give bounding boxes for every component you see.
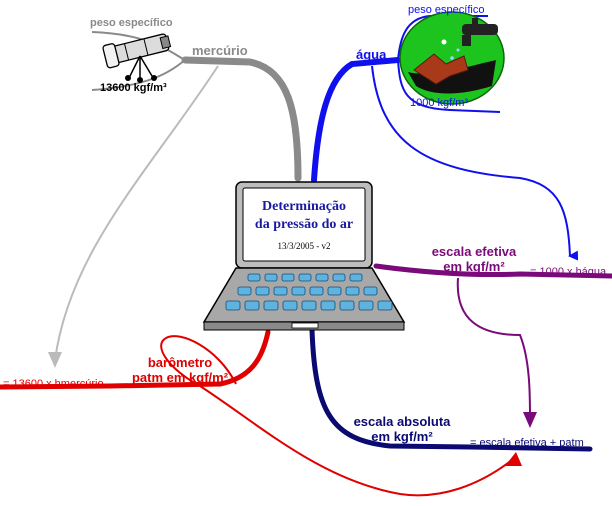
mercurio-label: mercúrio [192,43,248,58]
telescope-icon [102,33,172,83]
laptop-date: 13/3/2005 - v2 [277,241,331,251]
barometro-label-line2: patm em kgf/m² [131,370,229,385]
efetiva-label-line2: em kgf/m² [443,259,505,274]
water-tap-icon [399,11,505,105]
barometro-branch [0,329,522,497]
agua-peso-label: peso específico [408,4,485,16]
barometro-formula: = 13600 x hmercúrio [3,378,104,390]
efetiva-formula: = 1000 x hágua [530,266,607,278]
mercurio-peso-value: 13600 kgf/m³ [100,82,167,94]
absoluta-label-line2: em kgf/m² [371,429,433,444]
agua-label: água [356,47,387,62]
agua-branch [311,15,579,261]
absoluta-branch [309,327,593,452]
absoluta-formula: = escala efetiva + patm [470,437,584,449]
mercurio-peso-label: peso específico [90,17,173,29]
absoluta-label-line1: escala absoluta [353,414,451,429]
agua-peso-value: 1000 kgf/m³ [410,97,469,109]
efetiva-branch [373,263,612,428]
laptop-title-line1: Determinação [262,199,346,214]
efetiva-label-line1: escala efetiva [431,244,517,259]
laptop-title-line2: da pressão do ar [254,217,354,232]
mercurio-branch [48,31,302,368]
laptop-icon [202,181,406,331]
barometro-label-line1: barômetro [147,355,213,370]
